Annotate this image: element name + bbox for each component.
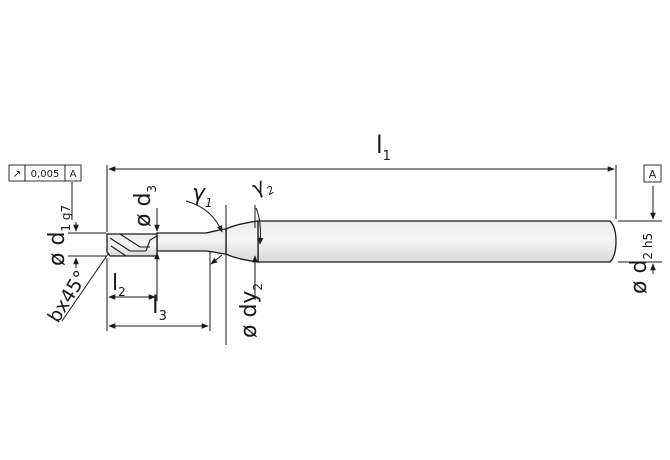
label-l2: l2 — [112, 271, 126, 299]
flute-lines — [109, 233, 158, 257]
tolerance-value: 0,005 — [31, 169, 60, 180]
dimension-lines — [61, 165, 662, 345]
label-d2: ø d2 h5 — [627, 233, 655, 294]
datum-box: A — [643, 164, 662, 183]
tool-shank — [257, 220, 617, 263]
label-gamma1: γ1 — [192, 181, 213, 210]
label-dy2: ø dy2 — [237, 283, 265, 338]
end-mill-tool — [106, 220, 617, 263]
tool-neck — [225, 220, 259, 263]
tolerance-datum: A — [70, 169, 77, 180]
datum-letter: A — [649, 168, 657, 181]
label-l3: l3 — [152, 291, 167, 324]
tool-cutting-head — [106, 233, 158, 257]
tolerance-frame: ↗ 0,005 A — [8, 164, 82, 182]
label-gamma2: γ2 — [247, 170, 277, 204]
label-d1: ø d1 g7 — [45, 205, 73, 266]
label-chamfer: bx45° — [44, 267, 93, 327]
tool-neck-body — [156, 228, 227, 255]
runout-symbol: ↗ — [13, 169, 21, 180]
label-l1: l1 — [376, 131, 391, 164]
label-d3: ø d3 — [131, 185, 159, 227]
